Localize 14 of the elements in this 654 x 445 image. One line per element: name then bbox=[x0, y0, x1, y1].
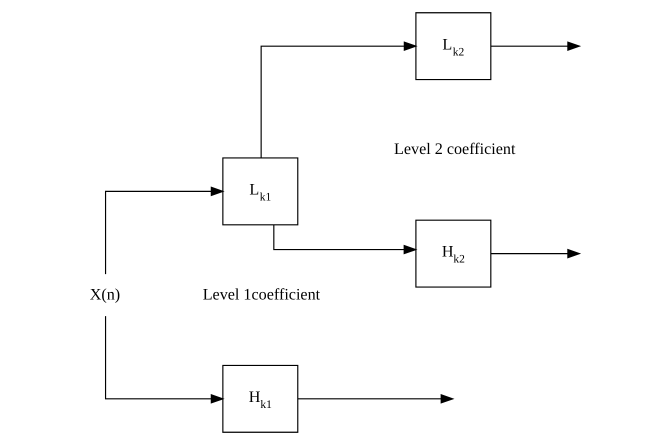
arrow bbox=[491, 248, 582, 258]
arrow bbox=[260, 41, 418, 158]
node-text: X(n) bbox=[90, 286, 120, 304]
node-box: H$_{k2}$ bbox=[415, 220, 492, 288]
arrow bbox=[104, 316, 225, 404]
label: Level 2 coefficient bbox=[394, 141, 516, 158]
arrow bbox=[273, 224, 418, 254]
node-box: H$_{k1}$ bbox=[222, 364, 298, 433]
label: Level 1coefficient bbox=[202, 286, 320, 304]
arrow bbox=[298, 394, 454, 404]
node-box: L$_{k1}$ bbox=[222, 157, 298, 226]
arrow bbox=[104, 186, 225, 274]
node-box: L$_{k2}$ bbox=[415, 12, 492, 80]
arrow bbox=[491, 41, 582, 52]
